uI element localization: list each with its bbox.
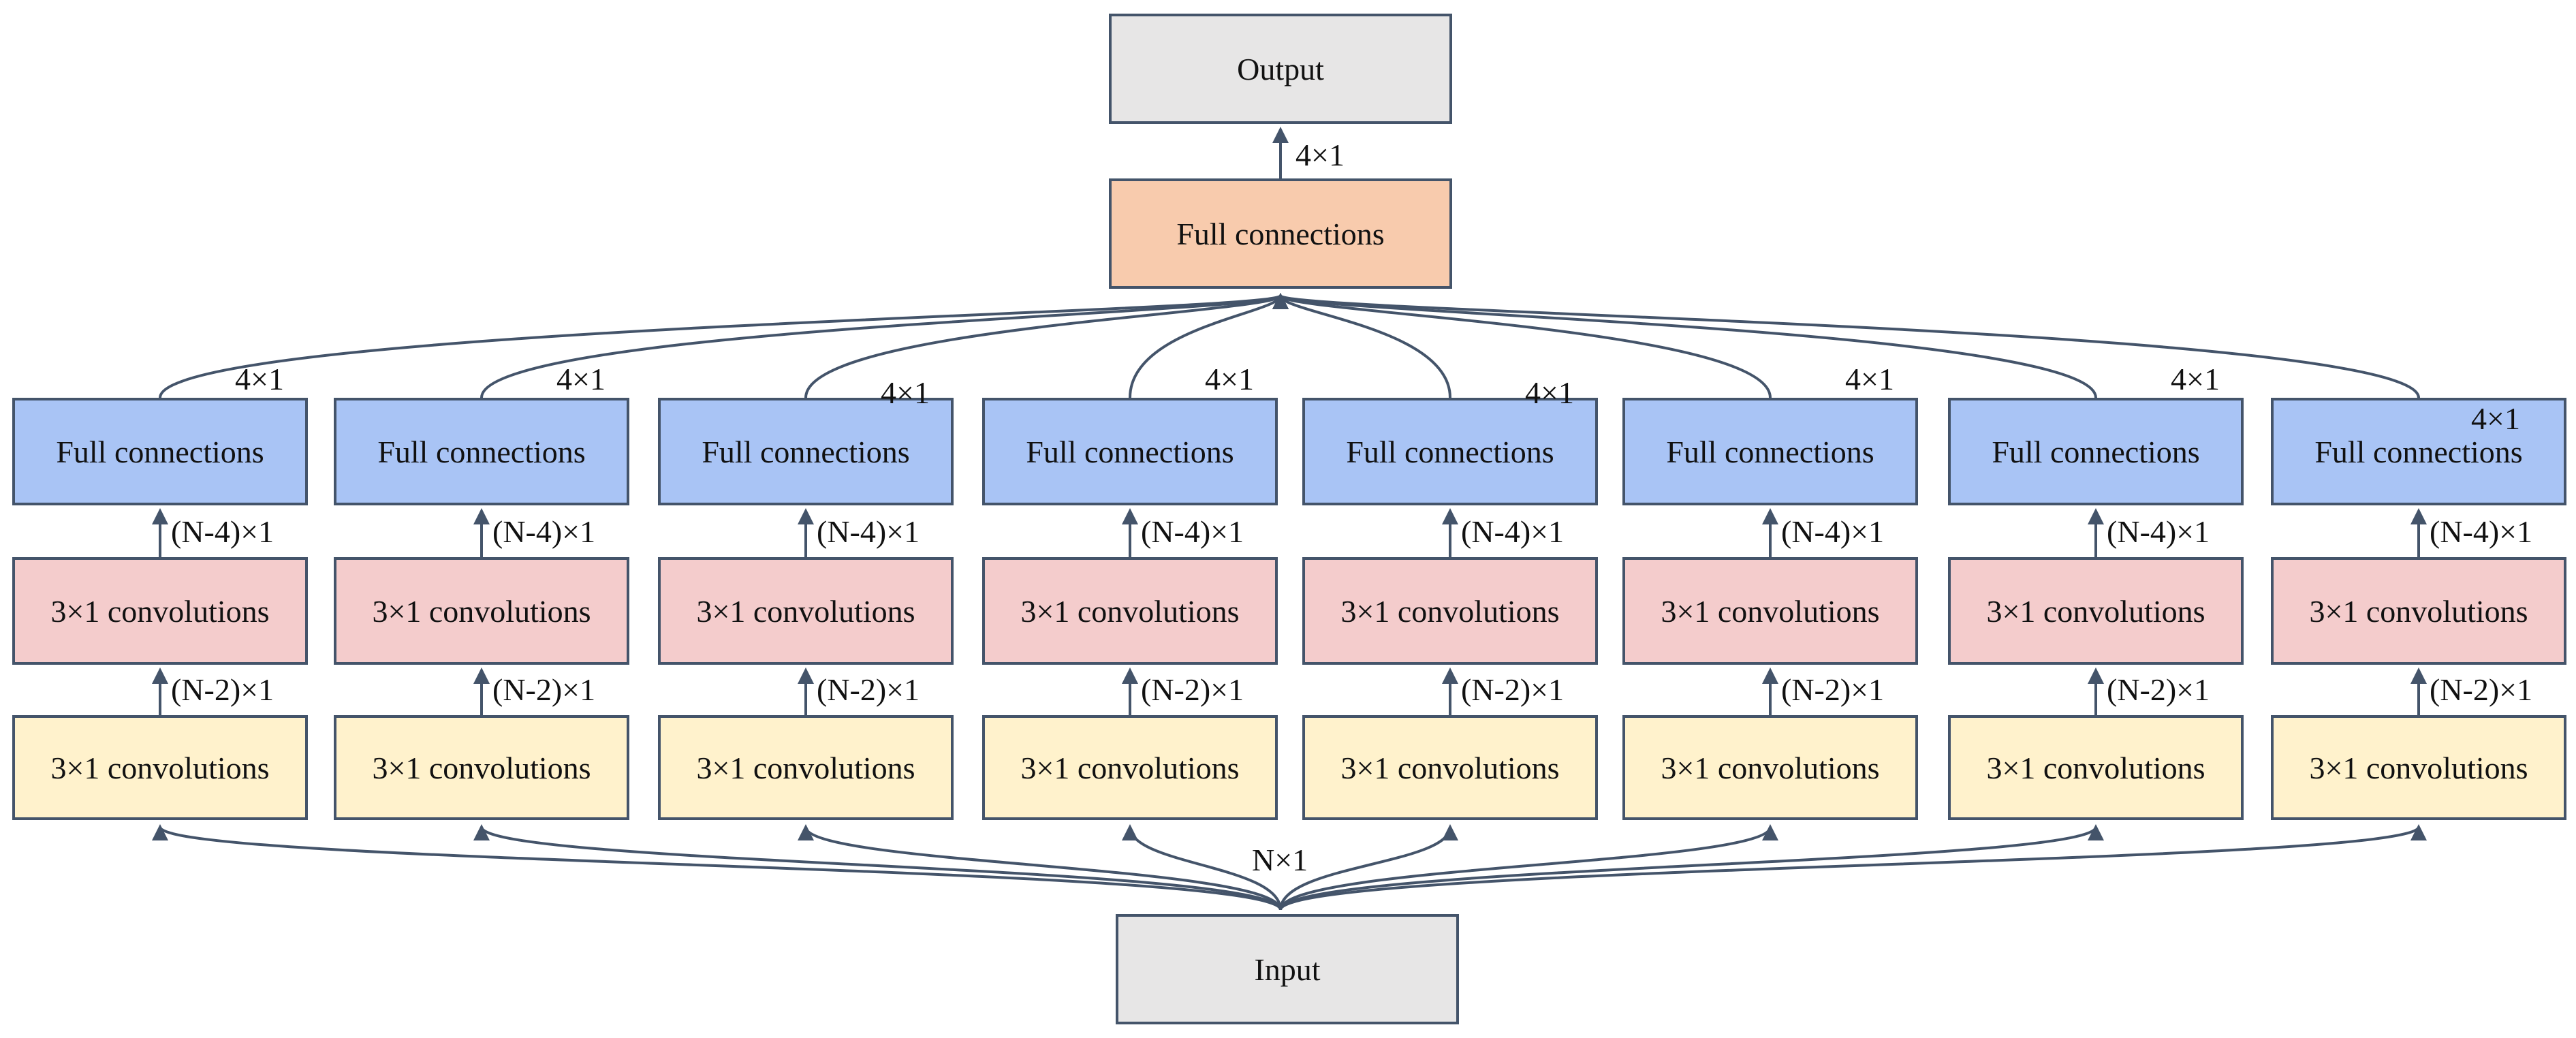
branch-2-conv2-dim: (N-4)×1	[492, 514, 596, 549]
branch-7-conv2-dim: (N-4)×1	[2107, 514, 2210, 549]
branch-2-conv-lower-label: 3×1 convolutions	[372, 750, 591, 785]
branch-7-fc-dim: 4×1	[2171, 362, 2220, 396]
branch-1-fc-dim: 4×1	[235, 362, 284, 396]
branch-5-conv1-dim: (N-2)×1	[1461, 672, 1565, 707]
branch-2-full-connections-label: Full connections	[377, 434, 586, 469]
arrow-input-to-b1	[152, 824, 1282, 911]
branch-3-conv-upper: 3×1 convolutions	[658, 557, 954, 665]
branch-1-conv-upper-label: 3×1 convolutions	[50, 593, 270, 629]
branch-4-fc-dim: 4×1	[1205, 362, 1254, 396]
branch-7-conv-lower: 3×1 convolutions	[1948, 715, 2244, 820]
output-label: Output	[1237, 51, 1324, 86]
input-dim-label: N×1	[1252, 843, 1308, 877]
branch-6-conv1-dim: (N-2)×1	[1781, 672, 1885, 707]
arrow-b8-to-top-fc	[1273, 293, 2420, 398]
branch-3-conv1-dim: (N-2)×1	[817, 672, 920, 707]
branch-5-conv-lower: 3×1 convolutions	[1302, 715, 1598, 820]
branch-5-conv-lower-label: 3×1 convolutions	[1340, 750, 1560, 785]
branch-6-fc-dim: 4×1	[1845, 362, 1894, 396]
branch-5-full-connections: Full connections	[1302, 398, 1598, 505]
arrow-b7-to-top-fc	[1272, 293, 2097, 398]
branch-7-conv1-dim: (N-2)×1	[2107, 672, 2210, 707]
arrow-input-to-b6	[1279, 824, 1778, 911]
arrow-input-to-b8	[1279, 824, 2427, 911]
arrow-b6-to-top-fc	[1272, 293, 1772, 398]
branch-8-conv2-dim: (N-4)×1	[2430, 514, 2533, 549]
arrow-input-to-b5	[1279, 824, 1458, 911]
branch-6-conv-upper: 3×1 convolutions	[1622, 557, 1918, 665]
branch-2-conv1-dim: (N-2)×1	[492, 672, 596, 707]
arrow-input-to-b4	[1122, 824, 1282, 911]
branch-7-conv-upper: 3×1 convolutions	[1948, 557, 2244, 665]
branch-1-full-connections: Full connections	[12, 398, 308, 505]
branch-4-conv-upper: 3×1 convolutions	[982, 557, 1278, 665]
arrow-b2-to-top-fc	[480, 293, 1289, 398]
branch-6-conv-lower: 3×1 convolutions	[1622, 715, 1918, 820]
arrow-b1-to-top-fc	[159, 293, 1288, 398]
output-dim-label: 4×1	[1295, 138, 1345, 172]
branch-2-conv-upper: 3×1 convolutions	[334, 557, 629, 665]
branch-4-conv-lower: 3×1 convolutions	[982, 715, 1278, 820]
branch-6-full-connections: Full connections	[1622, 398, 1918, 505]
branch-8-fc-dim: 4×1	[2471, 401, 2520, 436]
branch-1-full-connections-label: Full connections	[56, 434, 264, 469]
branch-5-conv-upper: 3×1 convolutions	[1302, 557, 1598, 665]
branch-8-conv-lower-label: 3×1 convolutions	[2309, 750, 2528, 785]
branch-4-conv2-dim: (N-4)×1	[1141, 514, 1244, 549]
branch-8-conv-upper-label: 3×1 convolutions	[2309, 593, 2528, 629]
branch-4-full-connections-label: Full connections	[1026, 434, 1234, 469]
arrow-input-to-b2	[473, 824, 1282, 911]
branch-2-conv-upper-label: 3×1 convolutions	[372, 593, 591, 629]
branch-5-conv-upper-label: 3×1 convolutions	[1340, 593, 1560, 629]
arrow-input-to-b7	[1279, 824, 2104, 911]
branch-3-conv-upper-label: 3×1 convolutions	[696, 593, 915, 629]
input-box: Input	[1116, 914, 1459, 1024]
branch-8-conv-upper: 3×1 convolutions	[2271, 557, 2566, 665]
branch-8-conv1-dim: (N-2)×1	[2430, 672, 2533, 707]
branch-1-conv-upper: 3×1 convolutions	[12, 557, 308, 665]
branch-3-conv-lower: 3×1 convolutions	[658, 715, 954, 820]
top-full-connections-label: Full connections	[1176, 216, 1385, 251]
branch-6-conv-lower-label: 3×1 convolutions	[1661, 750, 1880, 785]
branch-4-conv-upper-label: 3×1 convolutions	[1020, 593, 1240, 629]
branch-7-conv-lower-label: 3×1 convolutions	[1986, 750, 2205, 785]
branch-8-full-connections: Full connections	[2271, 398, 2566, 505]
branch-5-full-connections-label: Full connections	[1346, 434, 1554, 469]
branch-4-full-connections: Full connections	[982, 398, 1278, 505]
branch-8-full-connections-label: Full connections	[2314, 434, 2523, 469]
arrow-b3-to-top-fc	[804, 293, 1289, 398]
branch-5-conv2-dim: (N-4)×1	[1461, 514, 1565, 549]
branch-6-conv-upper-label: 3×1 convolutions	[1661, 593, 1880, 629]
branch-8-conv-lower: 3×1 convolutions	[2271, 715, 2566, 820]
branch-6-conv2-dim: (N-4)×1	[1781, 514, 1885, 549]
branch-2-fc-dim: 4×1	[556, 362, 606, 396]
branch-1-conv-lower-label: 3×1 convolutions	[50, 750, 270, 785]
branch-5-fc-dim: 4×1	[1525, 375, 1574, 410]
branch-2-conv-lower: 3×1 convolutions	[334, 715, 629, 820]
branch-3-conv2-dim: (N-4)×1	[817, 514, 920, 549]
branch-7-full-connections: Full connections	[1948, 398, 2244, 505]
branch-7-conv-upper-label: 3×1 convolutions	[1986, 593, 2205, 629]
branch-4-conv-lower-label: 3×1 convolutions	[1020, 750, 1240, 785]
branch-6-full-connections-label: Full connections	[1666, 434, 1874, 469]
branch-2-full-connections: Full connections	[334, 398, 629, 505]
output-box: Output	[1109, 14, 1452, 124]
branch-3-conv-lower-label: 3×1 convolutions	[696, 750, 915, 785]
input-label: Input	[1254, 952, 1321, 987]
branch-4-conv1-dim: (N-2)×1	[1141, 672, 1244, 707]
branch-7-full-connections-label: Full connections	[1992, 434, 2200, 469]
arrow-input-to-b3	[798, 824, 1282, 911]
branch-3-full-connections: Full connections	[658, 398, 954, 505]
branch-3-full-connections-label: Full connections	[702, 434, 910, 469]
top-full-connections-box: Full connections	[1109, 178, 1452, 289]
branch-1-conv1-dim: (N-2)×1	[171, 672, 274, 707]
branch-1-conv2-dim: (N-4)×1	[171, 514, 274, 549]
branch-3-fc-dim: 4×1	[881, 375, 930, 410]
branch-1-conv-lower: 3×1 convolutions	[12, 715, 308, 820]
